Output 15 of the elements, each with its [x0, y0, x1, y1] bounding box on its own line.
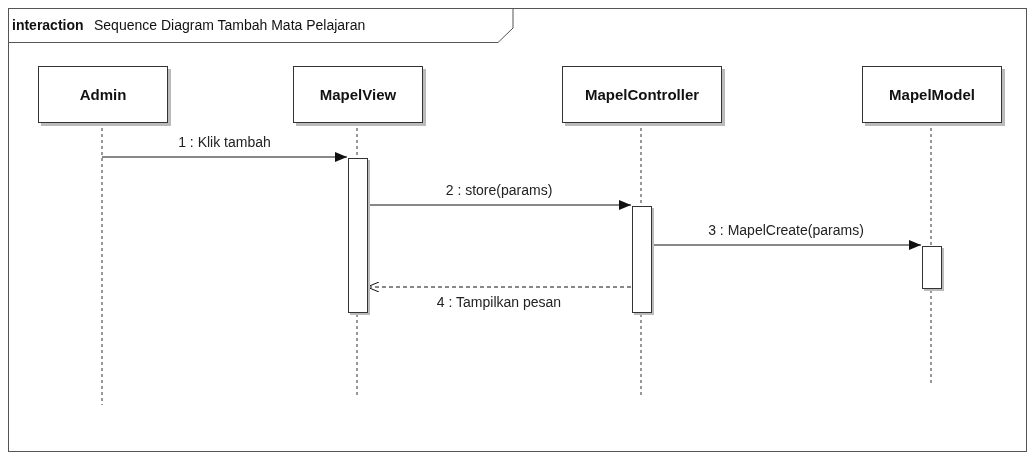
activation-bar: [348, 158, 368, 313]
message-label: 2 : store(params): [443, 182, 555, 198]
lifeline-head: MapelModel: [862, 66, 1002, 123]
frame-keyword: interaction: [12, 17, 84, 33]
activation-bar: [632, 206, 652, 313]
message-arrow: [101, 152, 348, 162]
message-label: 4 : Tampilkan pesan: [434, 294, 564, 310]
interaction-frame: [8, 8, 1027, 452]
activation-bar: [922, 246, 942, 289]
lifeline-head: MapelController: [562, 66, 722, 123]
frame-title: Sequence Diagram Tambah Mata Pelajaran: [94, 17, 366, 33]
lifeline-head: MapelView: [293, 66, 423, 123]
lifeline-head: Admin: [38, 66, 168, 123]
message-label: 3 : MapelCreate(params): [706, 222, 866, 238]
message-label: 1 : Klik tambah: [176, 134, 273, 150]
